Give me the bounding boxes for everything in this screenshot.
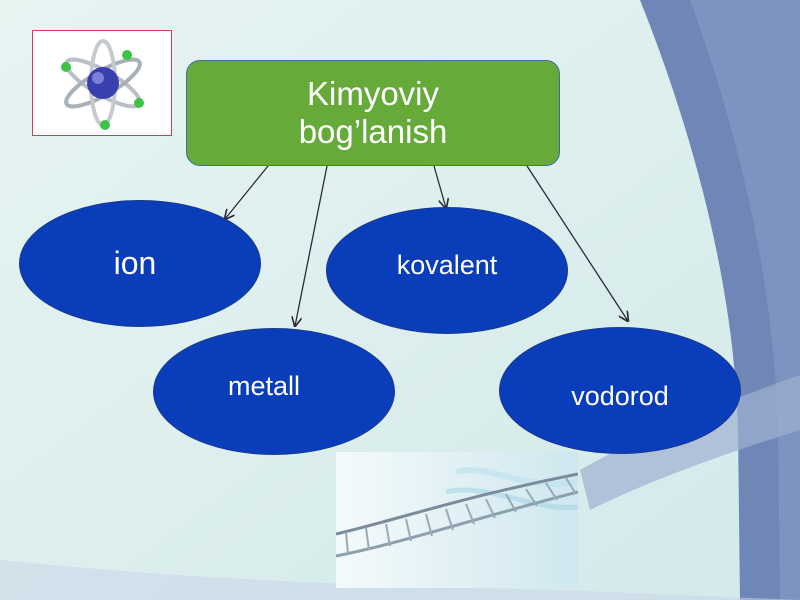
bond-ion: ion <box>19 200 261 327</box>
bond-kovalent: kovalent <box>326 207 568 334</box>
dna-helix-image <box>335 452 579 588</box>
title-line-2: bog’lanish <box>298 113 448 150</box>
dna-image <box>335 452 579 588</box>
atom-icon <box>61 39 144 130</box>
bond-vodorod: vodorod <box>499 327 741 454</box>
bond-metall: metall <box>153 328 395 455</box>
title-box: Kimyoviy bog’lanish <box>186 60 560 166</box>
bond-kovalent-label: kovalent <box>396 250 498 280</box>
title-line-1: Kimyoviy <box>306 75 440 112</box>
bond-ion-label: ion <box>113 245 157 281</box>
bond-vodorod-label: vodorod <box>571 381 669 411</box>
atom-image <box>32 30 172 136</box>
bond-metall-label: metall <box>227 371 301 401</box>
